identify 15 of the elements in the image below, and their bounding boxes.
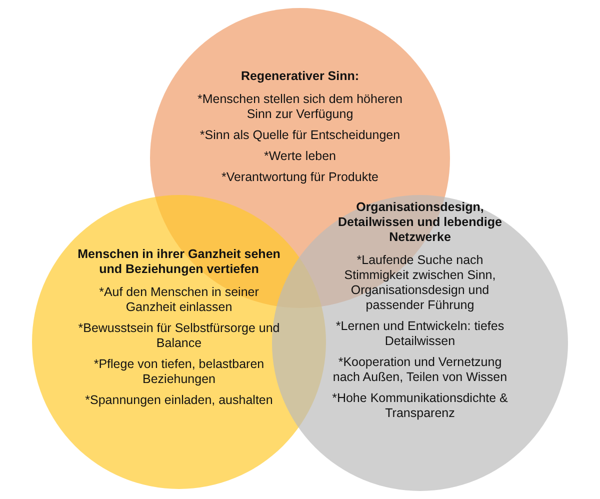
bullet-text: *Lernen und Entwickeln: tiefes Detailwissen [334, 319, 506, 349]
bullet-text: *Kooperation und Vernetzung nach Außen, Teilen von Wissen [332, 355, 508, 385]
bullet-text: *Sinn als Quelle für Entscheidungen [198, 128, 402, 143]
bullet-text: *Verantwortung für Produkte [220, 170, 380, 185]
bullet-text: *Werte leben [262, 149, 338, 164]
bullet-text: *Laufende Suche nach Stimmigkeit zwischen Sinn, Organisationsdesign und passender Führung [343, 253, 497, 313]
bullet-text: *Bewusstsein für Selbstfürsorge und Balance [77, 321, 281, 351]
circle-heading: Organisationsdesign, Detailwissen und lebendige Netzwerke [337, 200, 503, 245]
bullet-text: *Spannungen einladen, aushalten [84, 393, 274, 408]
bullet-text: *Hohe Kommunikationsdichte & Transparenz [331, 391, 509, 421]
bullet-text: *Auf den Menschen in seiner Ganzheit einlassen [98, 285, 260, 315]
circle-heading: Regenerativer Sinn: [240, 69, 360, 84]
circle-heading: Menschen in ihrer Ganzheit sehen und Beziehungen vertiefen [76, 247, 282, 277]
bullet-text: *Menschen stellen sich dem höheren Sinn zur Verfügung [196, 92, 404, 122]
bullet-text: *Pflege von tiefen, belastbaren Beziehungen [92, 357, 266, 387]
